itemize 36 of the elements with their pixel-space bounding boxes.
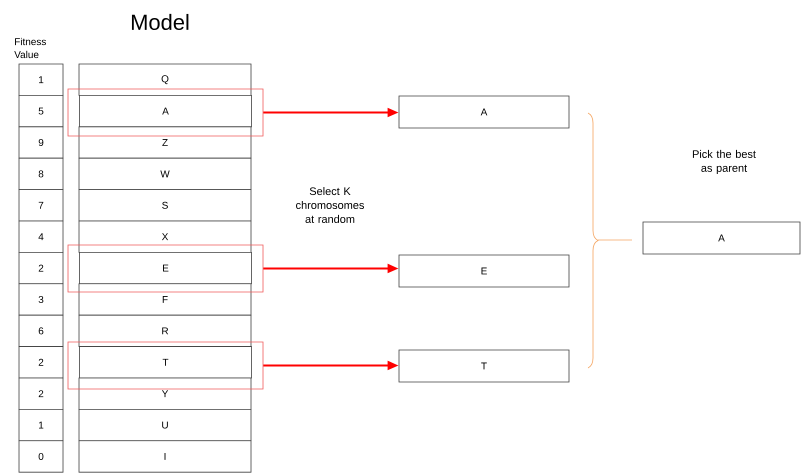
chromosome-cell: E: [79, 252, 252, 284]
chromosome-cell: X: [78, 220, 252, 253]
chromosome-cell: Z: [78, 126, 252, 159]
chromosome-cell: Q: [78, 64, 252, 96]
fitness-cell: 7: [18, 189, 64, 222]
fitness-cell: 2: [18, 252, 64, 284]
chromosome-cell: I: [78, 440, 252, 473]
chromosome-cell: U: [78, 408, 252, 442]
note: Pick the best as parent: [692, 150, 756, 174]
title: Model: [132, 14, 188, 30]
fitness-cell: 2: [18, 378, 64, 410]
selected-box: A: [398, 96, 570, 128]
fitness-cell: 6: [18, 314, 64, 347]
fitness-cell: 2: [18, 346, 64, 378]
fitness-cell: 5: [18, 94, 64, 128]
fitness-cell: 1: [18, 64, 64, 96]
highlight-box: [68, 244, 264, 292]
fitness-cell: 1: [18, 408, 64, 442]
fitness-cell: 0: [18, 440, 64, 473]
chromosome-cell: A: [79, 94, 252, 128]
chromosome-cell: S: [78, 189, 252, 222]
chromosome-cell: T: [79, 346, 252, 378]
parent-box: A: [642, 222, 800, 254]
selected-box: E: [398, 254, 570, 288]
note: Select K chromosomes at random: [296, 187, 364, 223]
fitness-cell: 8: [18, 158, 64, 190]
chromosome-cell: Y: [78, 378, 252, 410]
fitness-cell: 3: [18, 283, 64, 316]
chromosome-cell: F: [78, 283, 252, 316]
fitness-cell: 9: [18, 126, 64, 159]
selected-box: T: [398, 350, 570, 382]
chromosome-cell: W: [78, 158, 252, 190]
highlight-box: [68, 342, 264, 390]
chromosome-cell: R: [78, 314, 252, 347]
fitness-cell: 4: [18, 220, 64, 253]
highlight-box: [68, 88, 264, 136]
